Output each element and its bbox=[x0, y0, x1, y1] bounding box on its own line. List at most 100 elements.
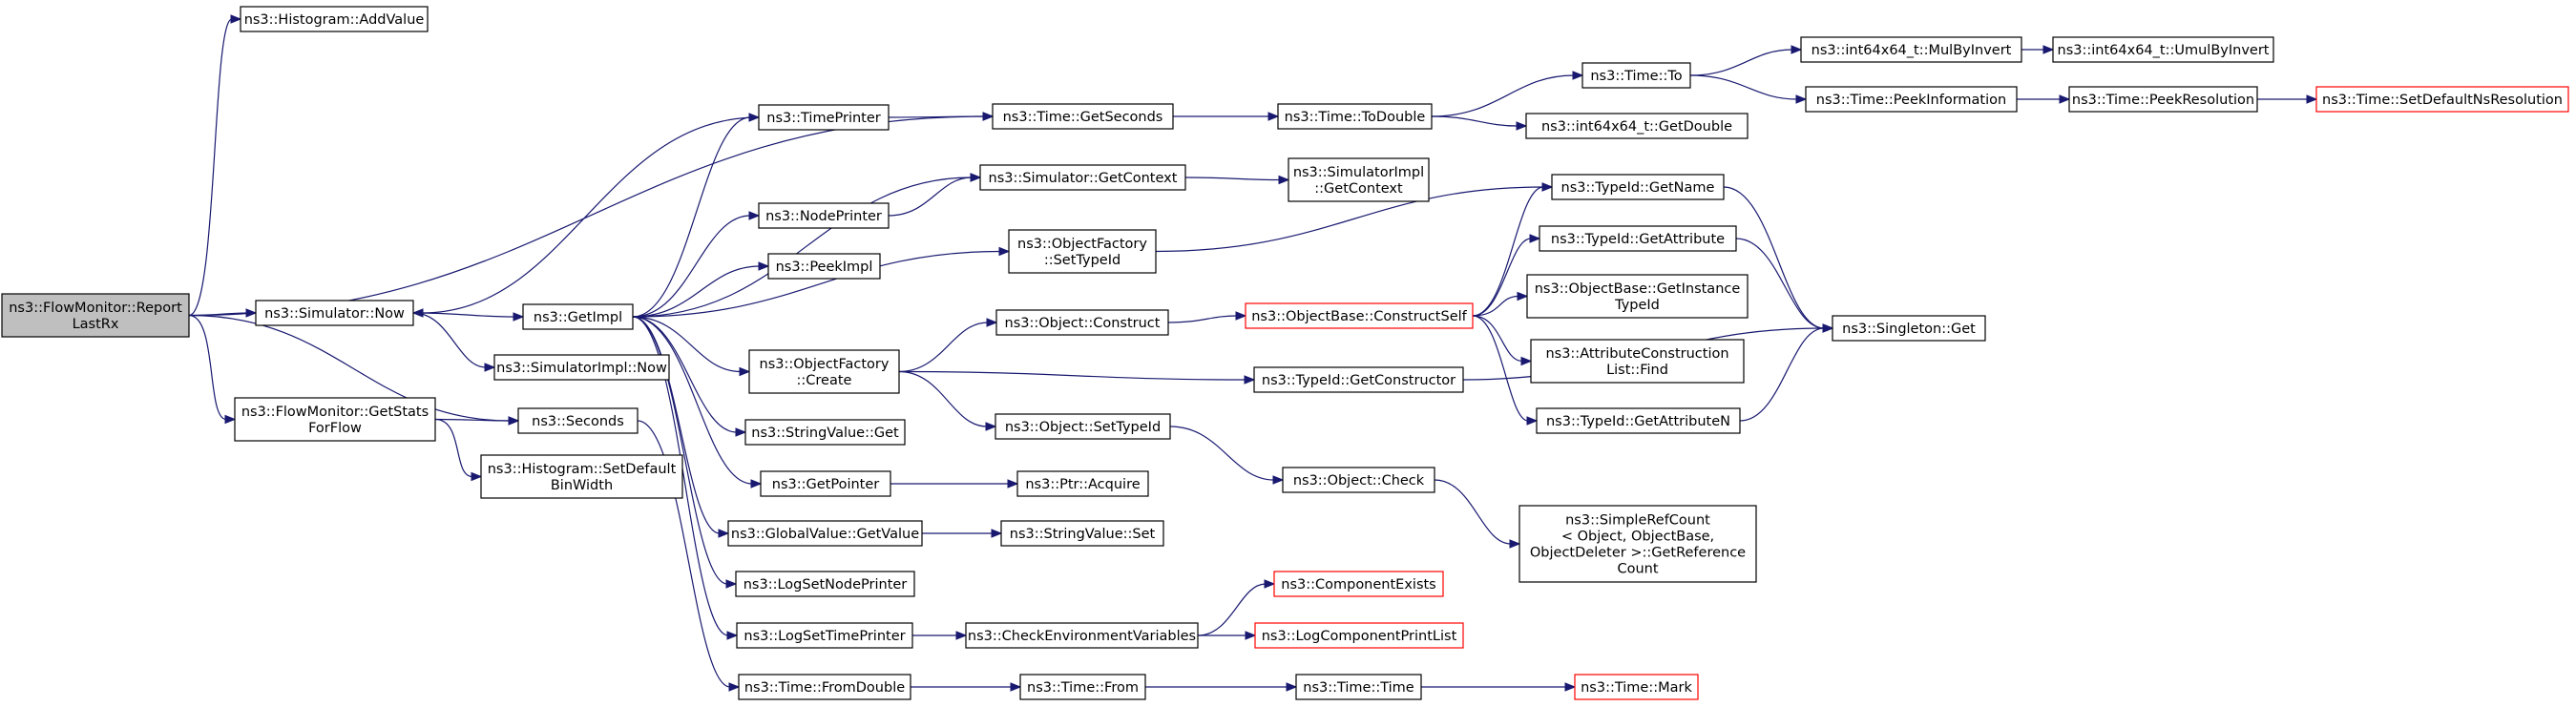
node-sim-impl-get-context[interactable]: ns3::SimulatorImpl::GetContext bbox=[1288, 157, 1430, 202]
node-box[interactable] bbox=[517, 407, 639, 434]
node-box[interactable] bbox=[1000, 520, 1164, 547]
node-peek-info[interactable]: ns3::Time::PeekInformation bbox=[1805, 86, 2018, 113]
node-time-printer[interactable]: ns3::TimePrinter bbox=[758, 104, 890, 131]
node-box[interactable] bbox=[1245, 302, 1474, 329]
node-box[interactable] bbox=[1277, 103, 1433, 130]
node-box[interactable] bbox=[2315, 86, 2569, 113]
node-box[interactable] bbox=[735, 571, 915, 597]
node-box[interactable] bbox=[234, 397, 436, 442]
node-obj-check[interactable]: ns3::Object::Check bbox=[1282, 467, 1435, 493]
node-box[interactable] bbox=[995, 309, 1169, 336]
node-box[interactable] bbox=[1295, 674, 1422, 700]
node-box[interactable] bbox=[1288, 157, 1430, 202]
node-box[interactable] bbox=[1253, 366, 1464, 393]
node-box[interactable] bbox=[1518, 505, 1757, 583]
node-of-create[interactable]: ns3::ObjectFactory::Create bbox=[748, 349, 900, 394]
node-time-mark[interactable]: ns3::Time::Mark bbox=[1574, 674, 1699, 700]
node-box[interactable] bbox=[979, 164, 1186, 191]
node-sim-impl-now[interactable]: ns3::SimulatorImpl::Now bbox=[493, 354, 670, 381]
node-ob-construct-self[interactable]: ns3::ObjectBase::ConstructSelf bbox=[1245, 302, 1474, 329]
node-time-from-double[interactable]: ns3::Time::FromDouble bbox=[738, 674, 911, 700]
node-gv-get-value[interactable]: ns3::GlobalValue::GetValue bbox=[727, 520, 923, 547]
node-time-to[interactable]: ns3::Time::To bbox=[1581, 62, 1691, 89]
node-ptr-acquire[interactable]: ns3::Ptr::Acquire bbox=[1016, 470, 1149, 497]
node-tid-get-name[interactable]: ns3::TypeId::GetName bbox=[1551, 174, 1725, 200]
node-box[interactable] bbox=[1574, 674, 1699, 700]
node-umul-by-invert[interactable]: ns3::int64x64_t::UmulByInvert bbox=[2052, 36, 2274, 63]
node-box[interactable] bbox=[1805, 86, 2018, 113]
node-peek-impl[interactable]: ns3::PeekImpl bbox=[767, 253, 881, 280]
node-box[interactable] bbox=[738, 674, 911, 700]
node-i64-get-double[interactable]: ns3::int64x64_t::GetDouble bbox=[1525, 113, 1749, 139]
node-seconds[interactable]: ns3::Seconds bbox=[517, 407, 639, 434]
node-box[interactable] bbox=[758, 104, 890, 131]
node-hist-add[interactable]: ns3::Histogram::AddValue bbox=[240, 6, 429, 32]
node-box[interactable] bbox=[480, 454, 683, 499]
node-box[interactable] bbox=[992, 103, 1174, 130]
node-comp-exists[interactable]: ns3::ComponentExists bbox=[1273, 571, 1444, 597]
node-obj-construct[interactable]: ns3::Object::Construct bbox=[995, 309, 1169, 336]
node-box[interactable] bbox=[1016, 470, 1149, 497]
node-sv-set[interactable]: ns3::StringValue::Set bbox=[1000, 520, 1164, 547]
node-box[interactable] bbox=[760, 470, 891, 497]
node-sim-get-context[interactable]: ns3::Simulator::GetContext bbox=[979, 164, 1186, 191]
node-box[interactable] bbox=[736, 622, 913, 649]
node-box[interactable] bbox=[758, 202, 890, 229]
node-mul-by-invert[interactable]: ns3::int64x64_t::MulByInvert bbox=[1800, 36, 2022, 63]
node-time-get-seconds[interactable]: ns3::Time::GetSeconds bbox=[992, 103, 1174, 130]
node-box[interactable] bbox=[995, 413, 1171, 440]
node-box[interactable] bbox=[1254, 622, 1464, 649]
node-box[interactable] bbox=[1539, 225, 1737, 252]
node-get-pointer[interactable]: ns3::GetPointer bbox=[760, 470, 891, 497]
node-peek-res[interactable]: ns3::Time::PeekResolution bbox=[2068, 86, 2258, 113]
node-box[interactable] bbox=[493, 354, 670, 381]
node-log-set-node[interactable]: ns3::LogSetNodePrinter bbox=[735, 571, 915, 597]
node-src-get-ref[interactable]: ns3::SimpleRefCount< Object, ObjectBase,… bbox=[1518, 505, 1757, 583]
node-box[interactable] bbox=[1008, 229, 1157, 274]
node-set-default-ns-res[interactable]: ns3::Time::SetDefaultNsResolution bbox=[2315, 86, 2569, 113]
node-tid-get-attribute-n[interactable]: ns3::TypeId::GetAttributeN bbox=[1536, 407, 1741, 434]
node-get-impl[interactable]: ns3::GetImpl bbox=[522, 303, 634, 330]
node-box[interactable] bbox=[965, 622, 1199, 649]
node-box[interactable] bbox=[2052, 36, 2274, 63]
node-box[interactable] bbox=[1282, 467, 1435, 493]
node-box[interactable] bbox=[748, 349, 900, 394]
node-time-from[interactable]: ns3::Time::From bbox=[1019, 674, 1146, 700]
node-box[interactable] bbox=[522, 303, 634, 330]
node-time-to-double[interactable]: ns3::Time::ToDouble bbox=[1277, 103, 1433, 130]
node-box[interactable] bbox=[1530, 339, 1745, 384]
node-box[interactable] bbox=[1536, 407, 1741, 434]
node-box[interactable] bbox=[240, 6, 429, 32]
node-of-set-type-id[interactable]: ns3::ObjectFactory::SetTypeId bbox=[1008, 229, 1157, 274]
node-singleton-get[interactable]: ns3::Singleton::Get bbox=[1832, 315, 1986, 342]
node-box[interactable] bbox=[767, 253, 881, 280]
node-log-set-time[interactable]: ns3::LogSetTimePrinter bbox=[736, 622, 913, 649]
node-time-time[interactable]: ns3::Time::Time bbox=[1295, 674, 1422, 700]
node-obj-set-type-id[interactable]: ns3::Object::SetTypeId bbox=[995, 413, 1171, 440]
node-box[interactable] bbox=[727, 520, 923, 547]
node-box[interactable] bbox=[1019, 674, 1146, 700]
node-log-comp-print[interactable]: ns3::LogComponentPrintList bbox=[1254, 622, 1464, 649]
node-box[interactable] bbox=[1800, 36, 2022, 63]
node-check-env[interactable]: ns3::CheckEnvironmentVariables bbox=[965, 622, 1199, 649]
node-sim-now[interactable]: ns3::Simulator::Now bbox=[255, 300, 414, 326]
node-box[interactable] bbox=[1832, 315, 1986, 342]
node-box[interactable] bbox=[1526, 274, 1749, 319]
node-tid-get-constructor[interactable]: ns3::TypeId::GetConstructor bbox=[1253, 366, 1464, 393]
node-box[interactable] bbox=[1581, 62, 1691, 89]
node-box[interactable] bbox=[1, 293, 190, 338]
node-box[interactable] bbox=[744, 419, 906, 446]
node-sv-get[interactable]: ns3::StringValue::Get bbox=[744, 419, 906, 446]
node-box[interactable] bbox=[1273, 571, 1444, 597]
node-box[interactable] bbox=[2068, 86, 2258, 113]
node-box[interactable] bbox=[255, 300, 414, 326]
node-box[interactable] bbox=[1551, 174, 1725, 200]
node-node-printer[interactable]: ns3::NodePrinter bbox=[758, 202, 890, 229]
node-box[interactable] bbox=[1525, 113, 1749, 139]
node-tid-get-attribute[interactable]: ns3::TypeId::GetAttribute bbox=[1539, 225, 1737, 252]
